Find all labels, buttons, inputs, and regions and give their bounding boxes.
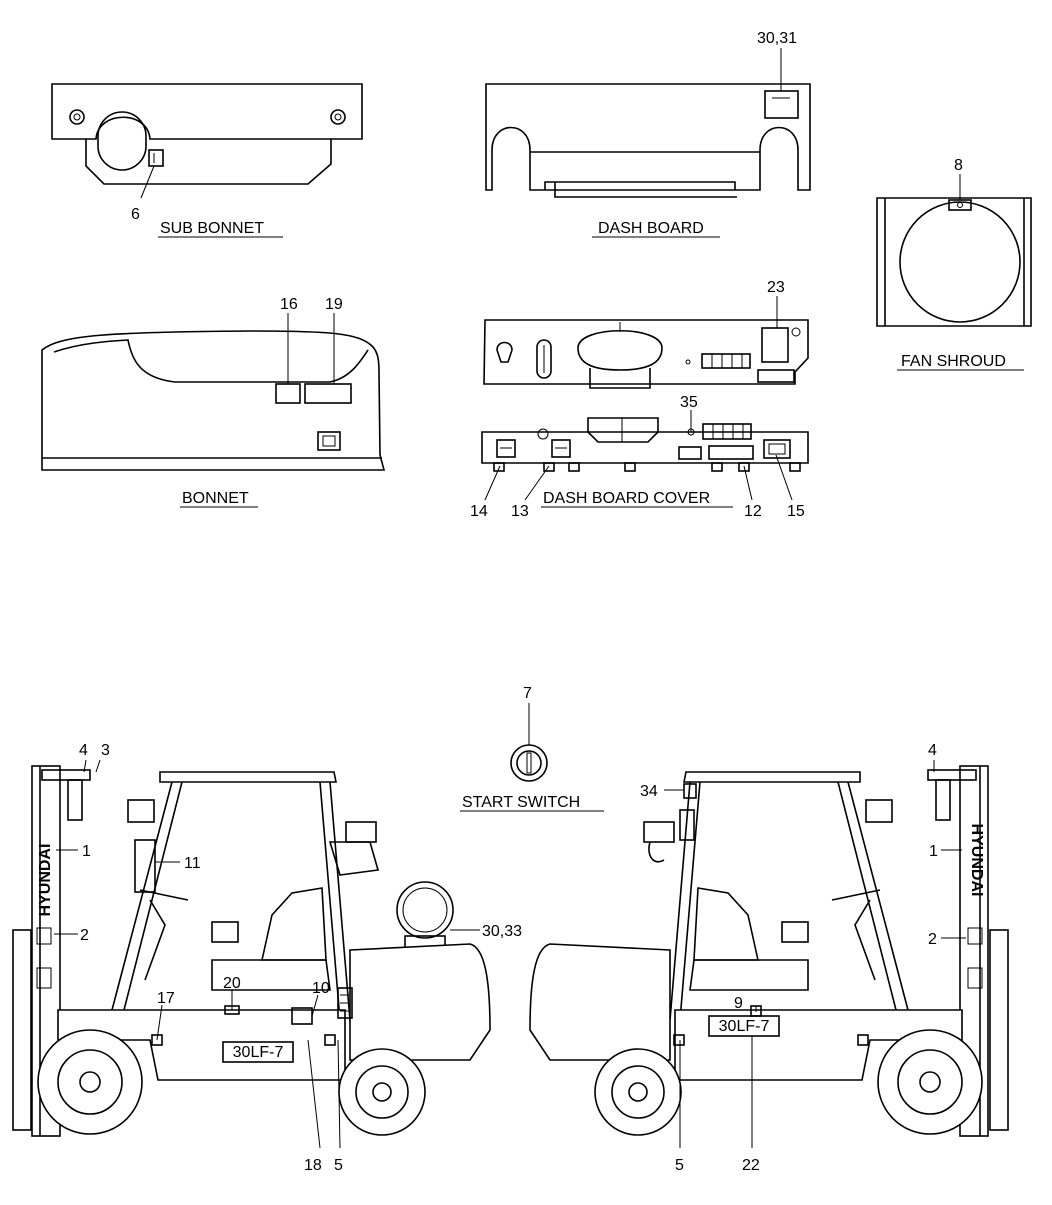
- callout-35: 35: [680, 394, 698, 411]
- dash-board-drawing: [485, 48, 811, 198]
- callout-34: 34: [640, 783, 658, 800]
- dash-board-cover-upper-drawing: [483, 296, 809, 389]
- caption-dash-board-cover: DASH BOARD COVER: [543, 490, 710, 507]
- callout-7: 7: [523, 685, 532, 702]
- fan-shroud-drawing: [876, 174, 1032, 327]
- sub-bonnet-drawing: [51, 83, 363, 199]
- start-switch-drawing: [510, 703, 548, 782]
- callout-4-left: 4: [79, 742, 88, 759]
- brand-decal-right: HYUNDAI: [968, 824, 985, 897]
- callout-19: 19: [325, 296, 343, 313]
- callout-17: 17: [157, 990, 175, 1007]
- callout-8: 8: [954, 157, 963, 174]
- callout-4-right: 4: [928, 742, 937, 759]
- callout-20: 20: [223, 975, 241, 992]
- callout-30-33: 30,33: [482, 923, 522, 940]
- dash-board-cover-lower-drawing: [481, 410, 809, 501]
- callout-6: 6: [131, 206, 140, 223]
- forklift-left-side-view: [12, 759, 491, 1149]
- callout-30-31: 30,31: [757, 30, 797, 47]
- callout-18: 18: [304, 1157, 322, 1174]
- callout-2-right: 2: [928, 931, 937, 948]
- brand-decal-left: HYUNDAI: [37, 844, 54, 917]
- callout-5-left: 5: [334, 1157, 343, 1174]
- callout-23: 23: [767, 279, 785, 296]
- callout-11: 11: [184, 855, 201, 872]
- bonnet-drawing: [41, 313, 386, 471]
- callout-1-right: 1: [929, 843, 938, 860]
- callout-16: 16: [280, 296, 298, 313]
- caption-sub-bonnet: SUB BONNET: [160, 220, 264, 237]
- callout-9: 9: [734, 995, 743, 1012]
- callout-22: 22: [742, 1157, 760, 1174]
- model-decal-right: 30LF-7: [719, 1018, 770, 1035]
- callout-15: 15: [787, 503, 805, 520]
- callout-2-left: 2: [80, 927, 89, 944]
- caption-dash-board: DASH BOARD: [598, 220, 704, 237]
- callout-14: 14: [470, 503, 488, 520]
- model-decal-left: 30LF-7: [233, 1044, 284, 1061]
- callout-12: 12: [744, 503, 762, 520]
- forklift-right-side-view: [529, 760, 1009, 1148]
- caption-bonnet: BONNET: [182, 490, 249, 507]
- callout-5-right: 5: [675, 1157, 684, 1174]
- callout-1-left: 1: [82, 843, 91, 860]
- caption-start-switch: START SWITCH: [462, 794, 580, 811]
- callout-10: 10: [312, 980, 330, 997]
- callout-3: 3: [101, 742, 110, 759]
- caption-fan-shroud: FAN SHROUD: [901, 353, 1006, 370]
- callout-13: 13: [511, 503, 529, 520]
